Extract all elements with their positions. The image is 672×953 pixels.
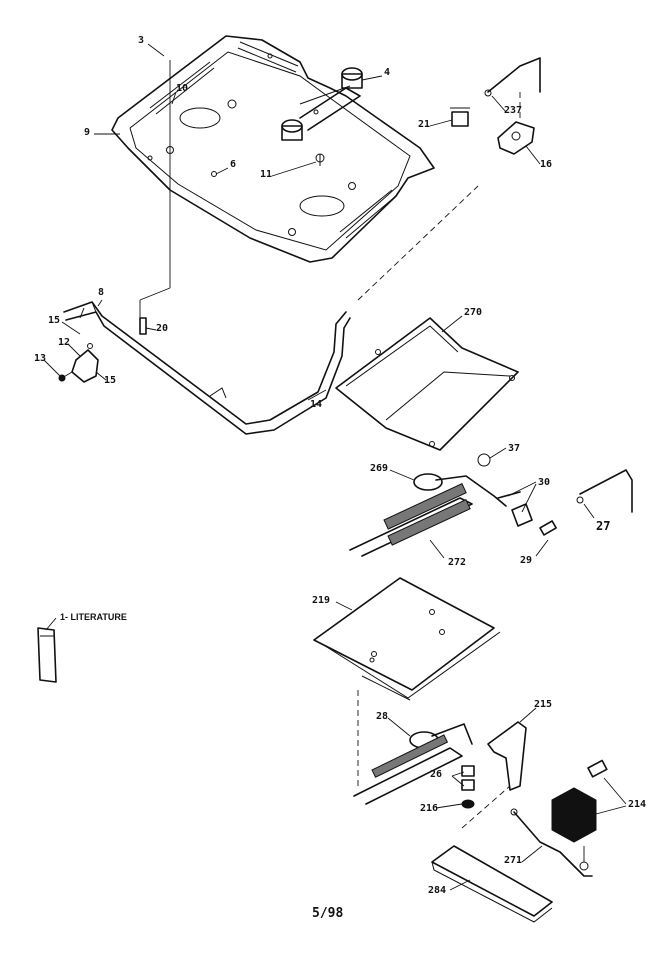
- label-part-30: 30: [538, 477, 551, 488]
- panel-270: [335, 317, 519, 451]
- bracket-284: [431, 845, 553, 923]
- bracket-16: [497, 121, 535, 155]
- label-part-214: 214: [628, 799, 647, 810]
- label-part-10: 10: [176, 83, 189, 94]
- valve-214: [551, 759, 608, 843]
- label-part-3: 3: [138, 35, 145, 46]
- broil-burner: [349, 453, 633, 557]
- label-part-11: 11: [260, 169, 273, 180]
- label-part-219: 219: [312, 595, 331, 606]
- manifold-pipe: [58, 301, 351, 435]
- label-part-270: 270: [464, 307, 483, 318]
- oven-burner: [353, 721, 593, 877]
- leader-lines: [43, 43, 627, 891]
- label-part-284: 284: [428, 885, 447, 896]
- label-part-15a: 15: [48, 315, 61, 326]
- panel-219: [313, 577, 501, 701]
- label-part-271: 271: [504, 855, 523, 866]
- label-part-216: 216: [420, 803, 439, 814]
- revision-date: 5/98: [312, 906, 344, 921]
- label-part-14: 14: [310, 399, 323, 410]
- switch-21: [450, 107, 470, 127]
- label-part-26: 26: [430, 769, 443, 780]
- label-part-237: 237: [504, 105, 523, 116]
- label-part-20: 20: [156, 323, 169, 334]
- burner-box: [111, 35, 435, 263]
- label-part-37: 37: [508, 443, 521, 454]
- tube-237: [484, 57, 541, 97]
- label-part-215: 215: [534, 699, 553, 710]
- label-part-21: 21: [418, 119, 431, 130]
- label-part-269: 269: [370, 463, 389, 474]
- label-part-6: 6: [230, 159, 237, 170]
- label-part-13: 13: [34, 353, 47, 364]
- label-part-29: 29: [520, 555, 533, 566]
- label-part-4: 4: [384, 67, 391, 78]
- literature-label: 1- LITERATURE: [60, 612, 127, 622]
- label-part-12: 12: [58, 337, 71, 348]
- literature-booklet-icon: [37, 627, 57, 683]
- label-part-16: 16: [540, 159, 553, 170]
- label-part-272: 272: [448, 557, 467, 568]
- label-part-15b: 15: [104, 375, 117, 386]
- label-part-27: 27: [596, 519, 611, 533]
- label-part-28: 28: [376, 711, 389, 722]
- label-part-9: 9: [84, 127, 91, 138]
- label-part-8: 8: [98, 287, 105, 298]
